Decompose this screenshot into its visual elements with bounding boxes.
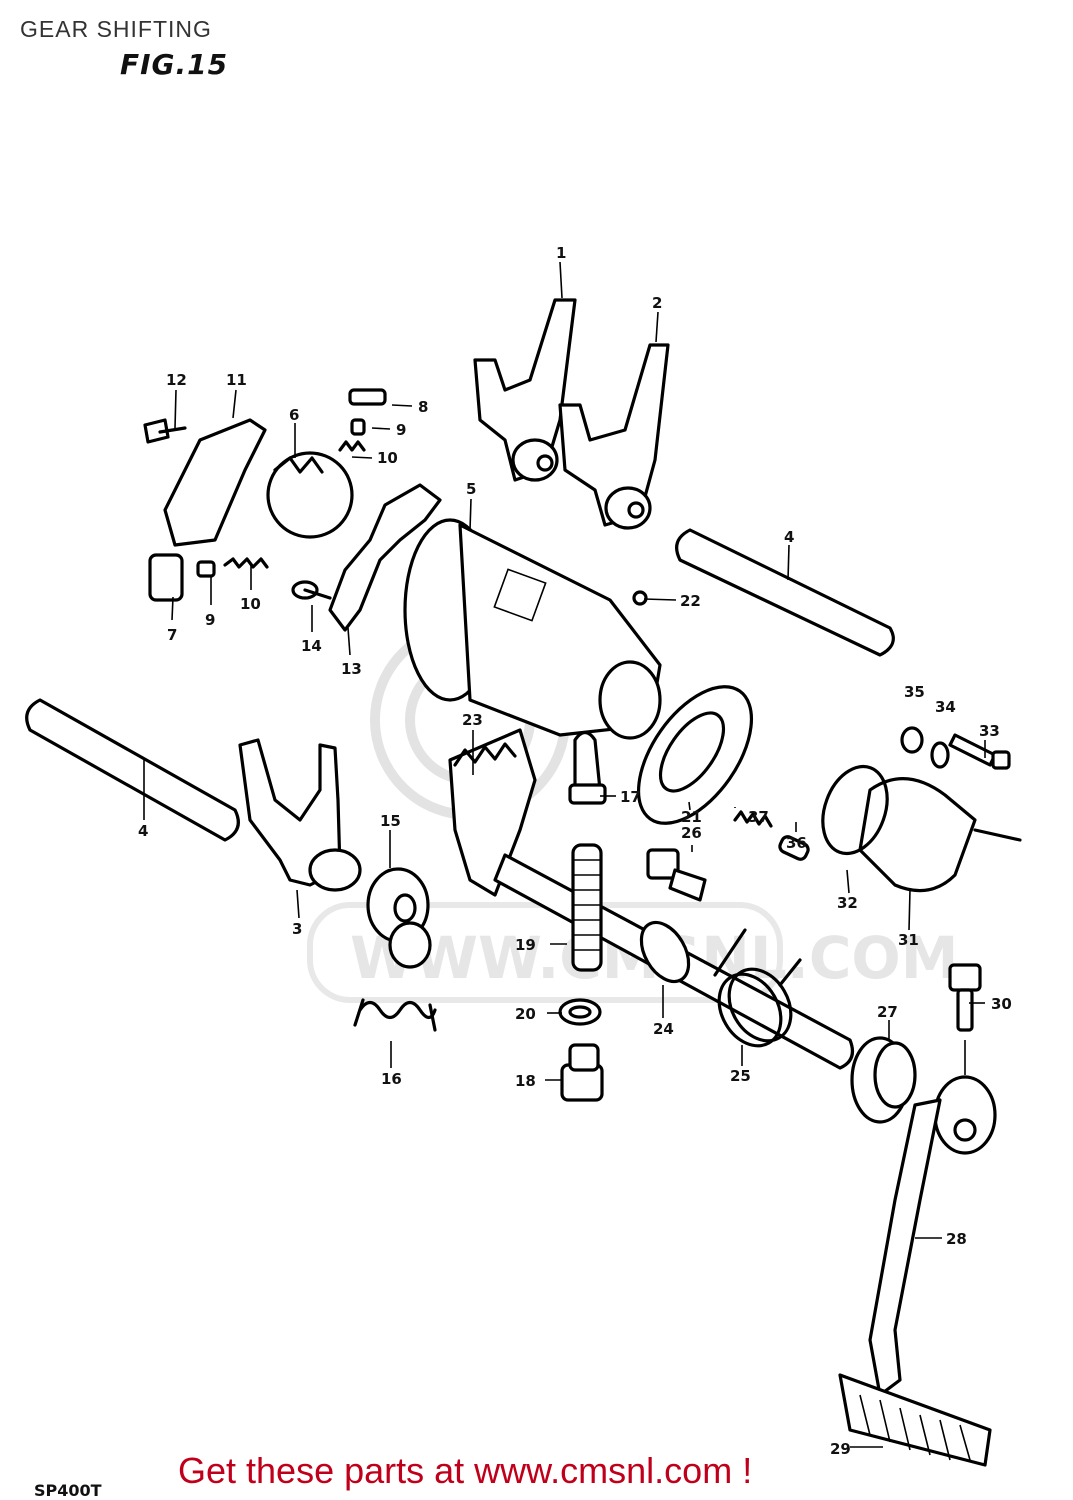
part-cam-stopper-group — [143, 388, 387, 602]
part-shift-fork-1 — [473, 298, 577, 482]
callout-23: 23 — [462, 711, 483, 729]
callout-7: 7 — [167, 626, 177, 644]
figure-label: FIG.15 — [120, 48, 229, 81]
callout-26: 26 — [681, 824, 702, 842]
callout-31: 31 — [898, 931, 919, 949]
callout-12: 12 — [166, 371, 187, 389]
part-return-spring-25 — [713, 928, 802, 1048]
callout-36: 36 — [786, 834, 807, 852]
callout-2: 2 — [652, 294, 662, 312]
callout-13: 13 — [341, 660, 362, 678]
part-gear-shift-cam — [403, 518, 662, 740]
callout-14: 14 — [301, 637, 322, 655]
callout-32: 32 — [837, 894, 858, 912]
leader-lines — [143, 261, 986, 1448]
callout-29: 29 — [830, 1440, 851, 1458]
callout-9-upper: 9 — [396, 421, 406, 439]
part-plug-18 — [560, 1043, 604, 1102]
model-code: SP400T — [34, 1481, 102, 1500]
callout-4-lower: 4 — [138, 822, 148, 840]
callout-35: 35 — [904, 683, 925, 701]
part-gear-shift-lever-28 — [868, 1075, 997, 1397]
part-pawl-holder-15 — [366, 867, 432, 969]
callout-5: 5 — [466, 480, 476, 498]
part-washer-34 — [930, 741, 950, 769]
callout-9-lower: 9 — [205, 611, 215, 629]
part-bolt-26 — [646, 848, 707, 902]
part-switch-cover-31 — [858, 777, 1022, 893]
callout-10-lower: 10 — [240, 595, 261, 613]
part-gasket-20 — [558, 998, 602, 1026]
part-fork-shaft-upper — [675, 528, 895, 657]
callout-21: 21 — [681, 808, 702, 826]
callout-1: 1 — [556, 244, 566, 262]
part-spring-19 — [571, 843, 603, 972]
part-oil-seal-27 — [850, 1036, 917, 1124]
callout-37: 37 — [748, 808, 769, 826]
part-neutral-plug-17 — [568, 730, 607, 805]
part-cam-guide-plate — [328, 483, 442, 632]
part-spring-16 — [353, 998, 437, 1032]
callout-3: 3 — [292, 920, 302, 938]
callout-24: 24 — [653, 1020, 674, 1038]
callout-20: 20 — [515, 1005, 536, 1023]
callout-27: 27 — [877, 1003, 898, 1021]
promo-link[interactable]: Get these parts at www.cmsnl.com ! — [178, 1450, 753, 1491]
callout-22: 22 — [680, 592, 701, 610]
part-washer-21 — [636, 685, 754, 825]
callout-18: 18 — [515, 1072, 536, 1090]
callout-17: 17 — [620, 788, 641, 806]
page-title: GEAR SHIFTING — [20, 16, 212, 42]
callout-4-upper: 4 — [784, 528, 794, 546]
callout-25: 25 — [730, 1067, 751, 1085]
callout-28: 28 — [946, 1230, 967, 1248]
part-bolt-30 — [948, 963, 982, 1075]
callout-11: 11 — [226, 371, 247, 389]
callout-6: 6 — [289, 406, 299, 424]
callout-33: 33 — [979, 722, 1000, 740]
callout-labels: 1 2 3 4 4 5 6 7 8 9 9 10 10 11 12 13 14 … — [138, 244, 1012, 1458]
callout-19: 19 — [515, 936, 536, 954]
callout-15: 15 — [380, 812, 401, 830]
callout-34: 34 — [935, 698, 956, 716]
part-spring-37 — [733, 810, 773, 828]
part-fork-shaft-lower — [25, 698, 240, 842]
callout-30: 30 — [991, 995, 1012, 1013]
part-shift-rubber-29 — [838, 1373, 992, 1467]
part-washer-35 — [900, 726, 924, 754]
part-o-ring-32 — [821, 764, 889, 856]
callout-10-upper: 10 — [377, 449, 398, 467]
part-bolt-33 — [948, 733, 1011, 770]
callout-16: 16 — [381, 1070, 402, 1088]
part-shift-fork-3 — [238, 738, 362, 892]
part-plunger-36 — [778, 835, 810, 861]
part-shift-fork-2 — [558, 343, 670, 530]
callout-8: 8 — [418, 398, 428, 416]
